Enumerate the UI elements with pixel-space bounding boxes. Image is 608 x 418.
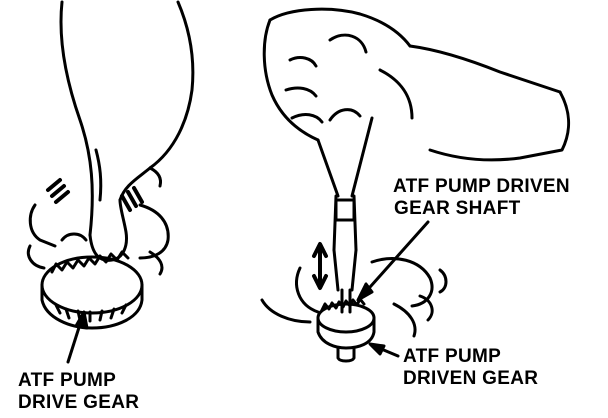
label-atf-pump-driven-gear-shaft: ATF PUMP DRIVEN GEAR SHAFT [393,176,570,220]
right-hand-pliers-drawing [260,7,570,363]
left-hand-drawing [26,0,195,364]
label-line: DRIVEN GEAR [403,368,539,389]
label-line: GEAR SHAFT [394,198,521,219]
label-line: ATF PUMP DRIVEN [393,176,570,197]
label-atf-pump-drive-gear: ATF PUMP DRIVE GEAR [18,370,139,414]
label-line: ATF PUMP [403,346,502,367]
label-line: DRIVE GEAR [18,392,140,413]
label-atf-pump-driven-gear: ATF PUMP DRIVEN GEAR [403,346,538,390]
label-line: ATF PUMP [18,370,117,391]
